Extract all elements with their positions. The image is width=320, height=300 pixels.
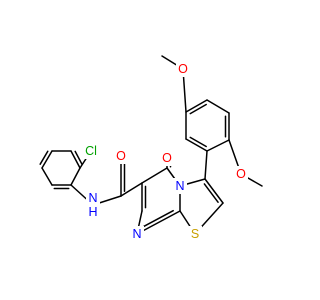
bond-c3-c2: [204, 178, 224, 204]
ring-nitrogen-atom: N: [173, 178, 187, 194]
pyrimidine-nitrogen-label: N: [132, 227, 141, 241]
bond-a1-a2: [70, 167, 81, 186]
double-bond-c8a-n8: [139, 209, 174, 229]
chemical-structure-diagram: Cl N H O O N N S O: [39, 55, 263, 242]
methoxy-oxygen-top-atom: O: [176, 61, 190, 77]
methoxy-oxygen-right-atom: O: [234, 166, 248, 182]
bond-b6-b1: [206, 139, 230, 152]
ketone-oxygen-atom: O: [160, 150, 174, 166]
ketone-oxygen-label: O: [162, 151, 172, 165]
double-bond-a4-a5: [39, 150, 49, 165]
double-bond-c3-c2: [203, 183, 219, 203]
bond-a5-a6: [41, 167, 53, 186]
bond-c3-b1: [204, 150, 208, 180]
amide-hydrogen-label: H: [88, 205, 97, 219]
bond-a4-a5: [41, 150, 53, 169]
methoxy-oxygen-top-label: O: [178, 62, 188, 76]
bond-a2-a3: [70, 150, 81, 169]
bond-b4-b5: [206, 99, 230, 114]
bond-b3-b4: [185, 99, 208, 113]
amide-nitrogen-atom: N H: [86, 190, 100, 220]
bond-c8a-n8: [136, 210, 181, 235]
atom-labels: Cl N H O O N N S O: [81, 61, 248, 242]
sulfur-atom: S: [188, 226, 202, 242]
double-bond-b3-b4: [189, 103, 207, 115]
pyrimidine-nitrogen-atom: N: [130, 226, 144, 242]
amide-oxygen-atom: O: [114, 148, 128, 164]
bond-lines: [39, 55, 263, 235]
methoxy-oxygen-right-label: O: [236, 167, 246, 181]
bond-c6-c5: [141, 167, 168, 184]
double-bond-a2-a3: [74, 150, 83, 166]
amide-nitrogen-label: N: [88, 191, 97, 205]
amide-oxygen-label: O: [116, 149, 126, 163]
sulfur-label: S: [191, 227, 199, 241]
bond-b1-b2: [185, 138, 208, 152]
bond-ca-c6: [120, 182, 143, 197]
chlorine-label: Cl: [85, 144, 97, 158]
double-bond-b1-b2: [189, 136, 207, 148]
ring-nitrogen-label: N: [175, 179, 184, 193]
chlorine-atom: Cl: [81, 143, 101, 159]
